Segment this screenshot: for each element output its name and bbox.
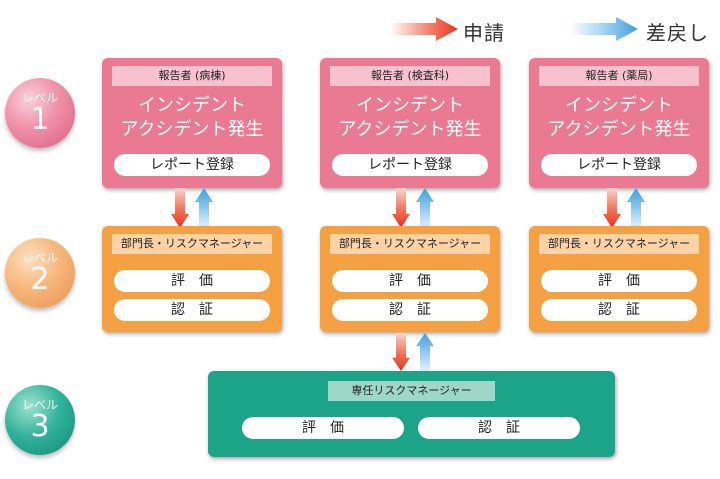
level-2-number: 2	[30, 262, 50, 297]
dedicated-manager-box: 専任リスクマネージャー 評 価 認 証	[208, 371, 615, 457]
report-register-button[interactable]: レポート登録	[541, 154, 697, 176]
manager-box-lab: 部門長・リスクマネージャー 評 価 認 証	[320, 226, 500, 332]
event-line-1: インシデント	[565, 95, 673, 116]
reporter-title: 報告者 (薬局)	[539, 66, 699, 86]
level-1-label: レベル	[21, 91, 58, 105]
event-text: インシデント アクシデント発生	[320, 94, 500, 142]
event-text: インシデント アクシデント発生	[529, 94, 709, 142]
report-register-button[interactable]: レポート登録	[114, 154, 270, 176]
return-up-arrow-icon	[195, 188, 213, 228]
event-line-1: インシデント	[138, 95, 246, 116]
level-3-badge: レベル 3	[5, 385, 75, 455]
certify-button[interactable]: 認 証	[418, 417, 580, 439]
certify-button[interactable]: 認 証	[332, 299, 488, 321]
level-3-number: 3	[30, 409, 50, 444]
manager-box-ward: 部門長・リスクマネージャー 評 価 認 証	[102, 226, 282, 332]
return-up-arrow-icon	[416, 188, 434, 228]
legend-return-label: 差戻し	[646, 21, 709, 45]
reporter-title: 報告者 (検査科)	[330, 66, 490, 86]
evaluate-button[interactable]: 評 価	[114, 270, 270, 292]
reporter-box-ward: 報告者 (病棟) インシデント アクシデント発生 レポート登録	[102, 58, 282, 188]
event-text: インシデント アクシデント発生	[102, 94, 282, 142]
request-down-arrow-icon	[603, 188, 621, 228]
return-arrow-icon	[570, 17, 638, 41]
event-line-2: アクシデント発生	[120, 119, 264, 140]
reporter-box-pharmacy: 報告者 (薬局) インシデント アクシデント発生 レポート登録	[529, 58, 709, 188]
legend-request-label: 申請	[463, 21, 505, 45]
level-1-number: 1	[30, 102, 50, 137]
report-register-button[interactable]: レポート登録	[332, 154, 488, 176]
certify-button[interactable]: 認 証	[114, 299, 270, 321]
event-line-2: アクシデント発生	[547, 119, 691, 140]
certify-button[interactable]: 認 証	[541, 299, 697, 321]
event-line-2: アクシデント発生	[338, 119, 482, 140]
reporter-box-lab: 報告者 (検査科) インシデント アクシデント発生 レポート登録	[320, 58, 500, 188]
return-up-arrow-icon	[416, 333, 434, 371]
level-2-label: レベル	[21, 251, 58, 265]
manager-title: 部門長・リスクマネージャー	[112, 234, 272, 254]
manager-box-pharmacy: 部門長・リスクマネージャー 評 価 認 証	[529, 226, 709, 332]
dedicated-manager-title: 専任リスクマネージャー	[328, 381, 495, 401]
level-1-badge: レベル 1	[5, 78, 75, 148]
manager-title: 部門長・リスクマネージャー	[330, 234, 490, 254]
request-arrow-icon	[390, 17, 458, 41]
level-3-label: レベル	[21, 398, 58, 412]
level-2-badge: レベル 2	[5, 238, 75, 308]
request-down-arrow-icon	[392, 333, 410, 371]
request-down-arrow-icon	[392, 188, 410, 228]
evaluate-button[interactable]: 評 価	[332, 270, 488, 292]
manager-title: 部門長・リスクマネージャー	[539, 234, 699, 254]
request-down-arrow-icon	[171, 188, 189, 228]
evaluate-button[interactable]: 評 価	[242, 417, 404, 439]
event-line-1: インシデント	[356, 95, 464, 116]
evaluate-button[interactable]: 評 価	[541, 270, 697, 292]
return-up-arrow-icon	[627, 188, 645, 228]
reporter-title: 報告者 (病棟)	[112, 66, 272, 86]
